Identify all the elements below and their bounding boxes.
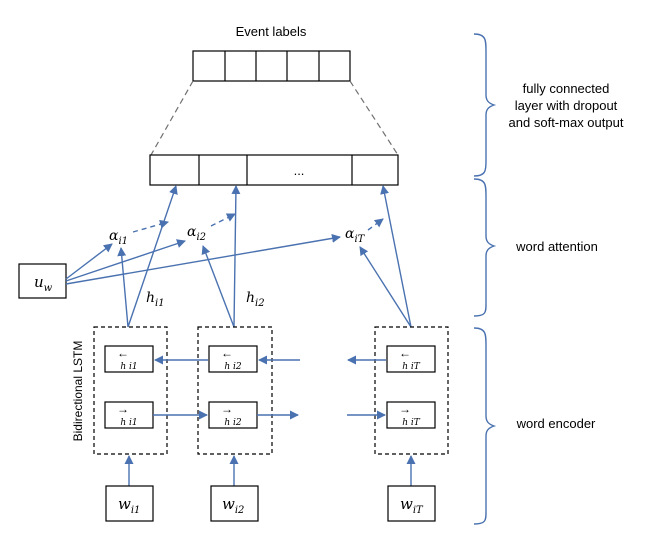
uw-to-alpha2-arrow [65, 239, 186, 282]
alphaT-to-fc-arrow [367, 218, 384, 231]
word-i1-box [105, 485, 154, 522]
forward-arrow-glyph: → [221, 402, 233, 416]
word-iT-box [387, 485, 436, 522]
backward-h-iT-label: h iT [402, 362, 421, 372]
alpha-i2-label: αi2 [187, 224, 206, 243]
hT-to-fc-arrow [380, 185, 412, 328]
alpha2-to-fc-arrow [210, 213, 236, 227]
lstm-column-T [374, 326, 449, 455]
forward-arrow-glyph: → [117, 402, 129, 416]
fc-brace [473, 33, 497, 177]
lstm-column-1 [93, 326, 168, 455]
backward-arrow-glyph: ← [117, 346, 129, 360]
fc-label-line3: and soft-max output [509, 115, 624, 130]
context-vector-box [18, 263, 67, 299]
backward-h-i1-cell [104, 345, 154, 373]
event-labels-title: Event labels [236, 24, 307, 39]
backward-h-iT-cell [386, 345, 436, 373]
hT-to-alphaT-arrow [359, 246, 412, 328]
forward-h-iT-label: h iT [402, 418, 421, 428]
context-vector-label: uw [34, 273, 53, 294]
attention-brace [473, 178, 497, 317]
alpha-i1-label: αi1 [109, 228, 128, 247]
word-i2-label: wi2 [222, 495, 244, 516]
backward-arrow-glyph: ← [399, 346, 411, 360]
h1-to-fc-arrow [127, 185, 178, 328]
backward-h-i2-label: h i2 [224, 362, 242, 372]
forward-arrow-glyph: → [399, 402, 411, 416]
fc-connector-right [349, 80, 399, 156]
h1-to-alpha1-arrow [117, 247, 129, 328]
h2-to-fc-arrow [231, 185, 241, 328]
word-iT-label: wiT [400, 495, 424, 516]
backward-h-i1-label: h i1 [120, 362, 137, 372]
alpha-iT-label: αiT [345, 226, 366, 245]
fc-label-line2: layer with dropout [515, 98, 618, 113]
alpha1-to-fc-arrow [132, 219, 169, 233]
lstm-column-2 [197, 326, 273, 455]
forward-h-i1-label: h i1 [120, 418, 137, 428]
fc-ellipsis: ... [294, 163, 305, 178]
backward-arrow-glyph: ← [221, 346, 233, 360]
encoder-label: word encoder [516, 416, 596, 431]
encoder-brace [473, 327, 497, 525]
uw-to-alphaT-arrow [65, 233, 341, 285]
attention-label: word attention [515, 239, 598, 254]
word-i2-box [210, 485, 259, 522]
fc-connector-left [150, 80, 194, 156]
forward-h-iT-cell [386, 401, 436, 429]
fc-label-line1: fully connected [523, 81, 610, 96]
h2-to-alpha2-arrow [201, 245, 235, 328]
h-i1-label: hi1 [146, 290, 165, 309]
word-i1-label: wi1 [118, 495, 140, 516]
bidirectional-lstm-label: Bidirectional LSTM [71, 341, 85, 442]
backward-h-i2-cell [208, 345, 258, 373]
uw-to-alpha1-arrow [65, 243, 113, 280]
forward-h-i2-label: h i2 [224, 418, 242, 428]
event-labels-output-box [192, 50, 351, 82]
h-i2-label: hi2 [246, 290, 265, 309]
fully-connected-layer-box [149, 154, 399, 186]
